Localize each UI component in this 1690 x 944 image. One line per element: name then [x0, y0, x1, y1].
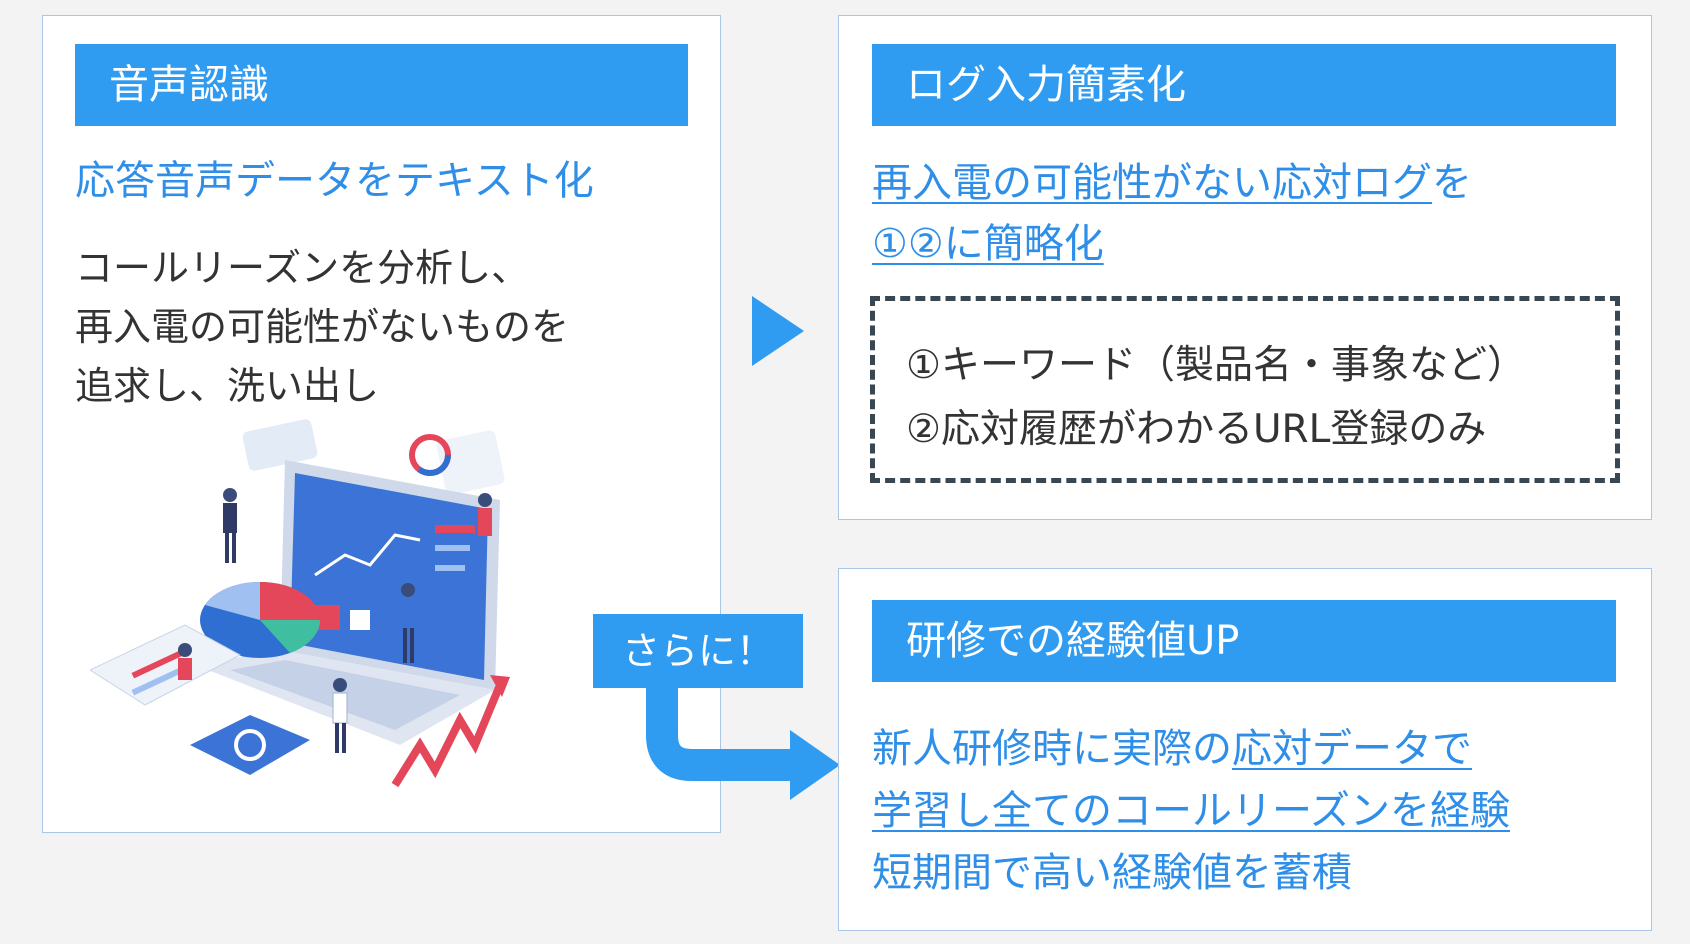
log-simplification-underlined: 再入電の可能性がない応対ログ: [872, 160, 1432, 206]
training-text-1a: 新人研修時に実際の: [872, 726, 1232, 772]
speech-recognition-body-1: コールリーズンを分析し、: [75, 246, 530, 290]
training-text-2: 学習し全てのコールリーズンを経験: [872, 788, 1510, 834]
training-text-1b: 応対データで: [1232, 726, 1472, 772]
speech-recognition-header: 音声認識: [75, 44, 688, 126]
log-simplification-text-1: 再入電の可能性がない応対ログを: [872, 150, 1472, 208]
training-text-1: 新人研修時に実際の応対データで: [872, 716, 1472, 774]
log-simplification-text-2: ①②に簡略化: [872, 221, 1104, 267]
log-simplification-particle: を: [1432, 160, 1472, 206]
elbow-arrow-icon: [646, 680, 840, 800]
arrow-right-icon: [752, 296, 804, 366]
furthermore-callout: さらに！: [593, 614, 803, 688]
log-options-box: [870, 296, 1620, 483]
log-simplification-header: ログ入力簡素化: [872, 44, 1616, 126]
speech-recognition-body-2: 再入電の可能性がないものを: [75, 305, 570, 349]
analytics-illustration: [90, 419, 510, 788]
training-header: 研修での経験値UP: [872, 600, 1616, 682]
training-text-3: 短期間で高い経験値を蓄積: [872, 850, 1352, 896]
speech-recognition-body-3: 追求し、洗い出し: [75, 364, 380, 408]
log-option-1: ①キーワード（製品名・事象など）: [906, 343, 1526, 388]
log-option-2: ②応対履歴がわかるURL登録のみ: [906, 407, 1487, 452]
speech-recognition-subtitle: 応答音声データをテキスト化: [75, 158, 594, 204]
